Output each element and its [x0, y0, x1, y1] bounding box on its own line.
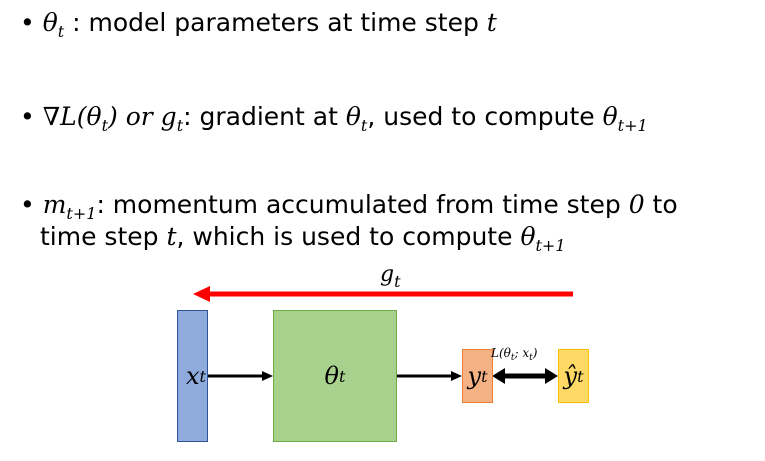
bullet-text: : model parameters at time step	[64, 8, 487, 37]
subscript: t	[510, 353, 515, 363]
subscript: t	[481, 366, 488, 386]
arrowhead	[262, 371, 273, 381]
bullet-momentum: • mt+1: momentum accumulated from time s…	[20, 190, 678, 223]
bullet-text: : momentum accumulated from time step	[96, 190, 629, 219]
loss-text: )	[532, 346, 538, 360]
math-y: y	[467, 362, 482, 390]
loss-label: L(θt; xt)	[491, 346, 537, 363]
subscript: t	[101, 116, 109, 135]
arrowhead	[451, 371, 462, 381]
bullet-theta: • θt : model parameters at time step t	[20, 8, 497, 41]
math-t: t	[166, 222, 177, 251]
subscript: t	[176, 116, 184, 135]
subscript: t	[577, 366, 584, 386]
gradient-label: gt	[380, 262, 401, 291]
math-theta: θ	[520, 222, 536, 251]
bullet-text: ) or	[108, 102, 161, 131]
bullet-momentum-line2: time step t, which is used to compute θt…	[40, 222, 566, 255]
arrowhead	[492, 368, 505, 384]
subscript: t	[394, 272, 401, 291]
gradient-arrowhead	[193, 286, 210, 302]
math-g: g	[160, 102, 177, 131]
bullet-text: to	[644, 190, 678, 219]
math-theta: θ	[602, 102, 618, 131]
bullet-text: , which is used to compute	[176, 222, 521, 251]
subscript: t	[339, 366, 346, 386]
bullet-text: , used to compute	[367, 102, 603, 131]
math-t: t	[486, 8, 497, 37]
bullet-text: time step	[40, 222, 167, 251]
arrowhead	[545, 368, 558, 384]
bullet-gradient: • ∇L(θt) or gt: gradient at θt, used to …	[20, 102, 648, 135]
subscript: t+1	[535, 236, 566, 255]
subscript: t+1	[617, 116, 648, 135]
subscript: t	[529, 353, 533, 363]
math-theta: θ	[324, 362, 339, 390]
math-theta: θ	[345, 102, 361, 131]
math-x: x	[186, 362, 200, 390]
math-y-hat: ŷ	[563, 362, 578, 390]
math-g: g	[380, 262, 395, 287]
math-m: m	[42, 190, 67, 219]
subscript: t	[57, 22, 65, 41]
subscript: t+1	[66, 204, 97, 223]
math-zero: 0	[628, 190, 645, 219]
bullet-text: : gradient at	[183, 102, 346, 131]
math-grad: ∇L(θ	[42, 102, 102, 131]
subscript: t	[360, 116, 368, 135]
subscript: t	[199, 366, 206, 386]
math-theta: θ	[42, 8, 58, 37]
loss-text: L(θ	[491, 346, 511, 360]
loss-text: ; x	[514, 346, 530, 360]
